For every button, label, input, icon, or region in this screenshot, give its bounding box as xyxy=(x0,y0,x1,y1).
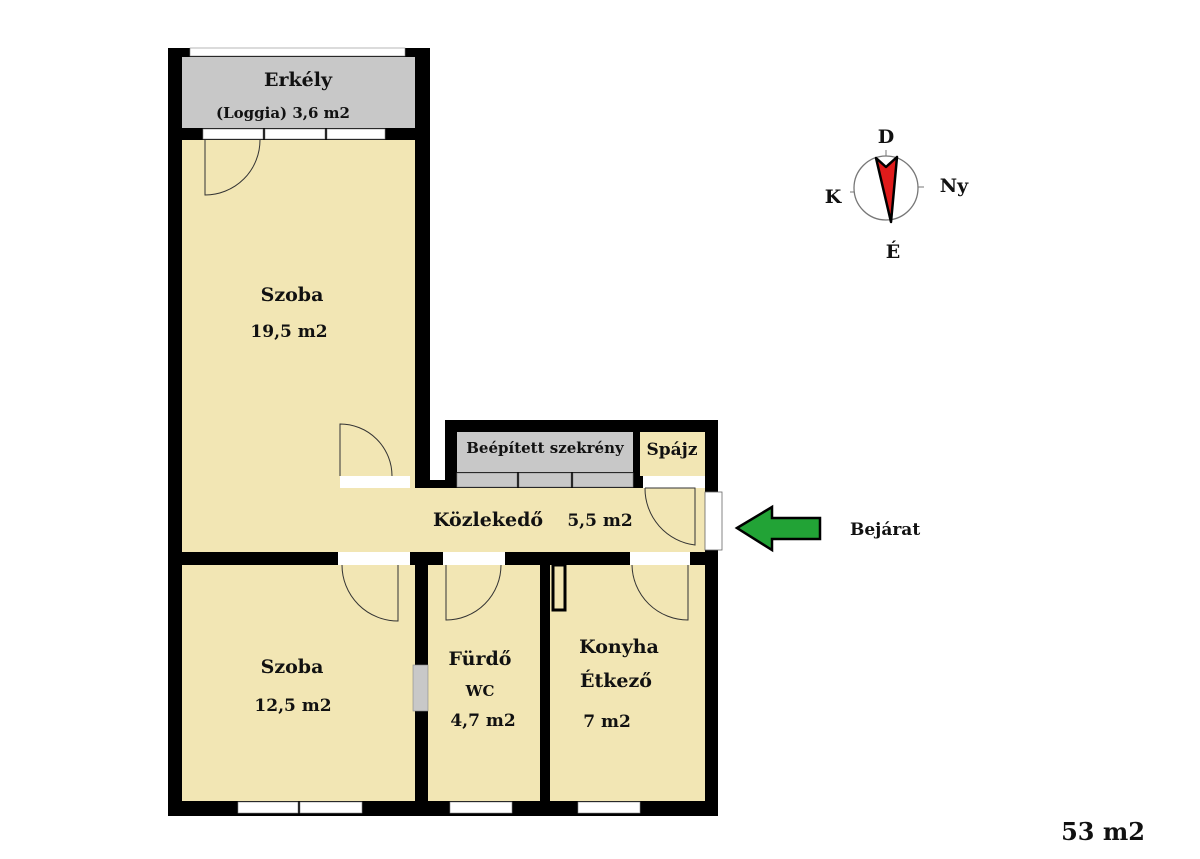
entrance-arrow-icon xyxy=(734,504,822,553)
kitchen-sub: Étkező xyxy=(580,669,652,692)
kitchen-room xyxy=(550,565,705,801)
entrance-label: Bejárat xyxy=(850,520,920,540)
doors xyxy=(204,139,723,622)
closet-room xyxy=(457,432,633,472)
compass-south: D xyxy=(878,126,894,148)
compass-north: É xyxy=(886,240,900,263)
balcony-area: (Loggia) 3,6 m2 xyxy=(216,104,350,122)
room2-area-label: 12,5 m2 xyxy=(254,696,331,716)
pantry-name: Spájz xyxy=(647,440,698,460)
kitchen-name: Konyha xyxy=(579,636,659,658)
kitchen-area: 7 m2 xyxy=(583,712,631,732)
closet-name: Beépített szekrény xyxy=(466,439,625,457)
balcony-name: Erkély xyxy=(264,69,333,91)
entrance-door[interactable] xyxy=(704,491,723,551)
room1-lower xyxy=(182,480,300,552)
compass-east: K xyxy=(825,186,843,208)
compass-west: Ny xyxy=(940,175,969,197)
hallway-room xyxy=(305,488,705,552)
room1-name: Szoba xyxy=(261,284,324,306)
room2-name: Szoba xyxy=(261,656,324,678)
balcony-room xyxy=(182,57,415,128)
room1-area-label: 19,5 m2 xyxy=(250,322,327,342)
bathroom-sub: WC xyxy=(465,682,495,700)
hallway-name: Közlekedő xyxy=(433,509,543,531)
windows xyxy=(189,47,641,814)
bathroom-name: Fürdő xyxy=(449,648,512,670)
bathroom-area: 4,7 m2 xyxy=(450,711,515,731)
pantry-room xyxy=(640,432,705,476)
hallway-area: 5,5 m2 xyxy=(567,511,632,531)
compass-icon: D K Ny É xyxy=(825,126,969,263)
total-area: 53 m2 xyxy=(1061,817,1145,846)
kitchen-duct xyxy=(551,563,567,612)
room2-area xyxy=(182,565,415,801)
